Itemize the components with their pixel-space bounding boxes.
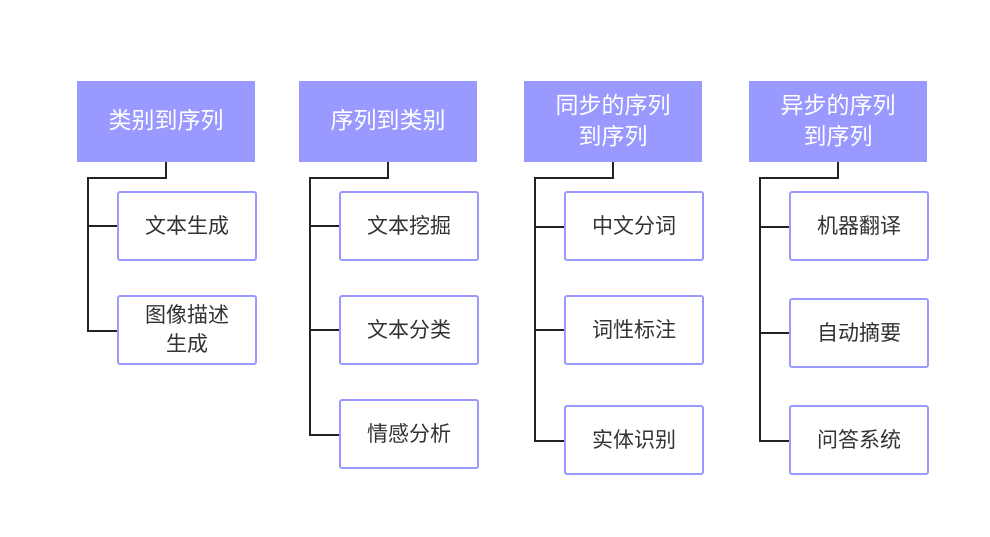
connector-line [309,177,389,179]
column-4-item-1: 机器翻译 [789,191,929,261]
column-3-item-3: 实体识别 [564,405,704,475]
connector-line [309,225,340,227]
connector-line [759,177,761,442]
connector-line [534,226,565,228]
connector-line [837,162,839,179]
column-4-header: 异步的序列到序列 [749,81,927,162]
column-2-item-3: 情感分析 [339,399,479,469]
column-2-item-1: 文本挖掘 [339,191,479,261]
column-3-item-2: 词性标注 [564,295,704,365]
column-4-item-3: 问答系统 [789,405,929,475]
connector-line [87,225,118,227]
column-2-header: 序列到类别 [299,81,477,162]
connector-line [309,329,340,331]
connector-line [612,162,614,179]
connector-line [759,177,839,179]
connector-line [165,162,167,179]
connector-line [534,177,614,179]
column-1-header: 类别到序列 [77,81,255,162]
connector-line [87,177,167,179]
connector-line [759,440,790,442]
connector-line [759,226,790,228]
column-1-item-2: 图像描述生成 [117,295,257,365]
column-4-item-2: 自动摘要 [789,298,929,368]
connector-line [534,329,565,331]
connector-line [87,177,89,332]
connector-line [309,434,340,436]
connector-line [534,177,536,442]
column-3-header: 同步的序列到序列 [524,81,702,162]
connector-line [87,330,118,332]
connector-line [759,332,790,334]
connector-line [534,440,565,442]
connector-line [387,162,389,179]
column-1-item-1: 文本生成 [117,191,257,261]
column-3-item-1: 中文分词 [564,191,704,261]
connector-line [309,177,311,436]
column-2-item-2: 文本分类 [339,295,479,365]
